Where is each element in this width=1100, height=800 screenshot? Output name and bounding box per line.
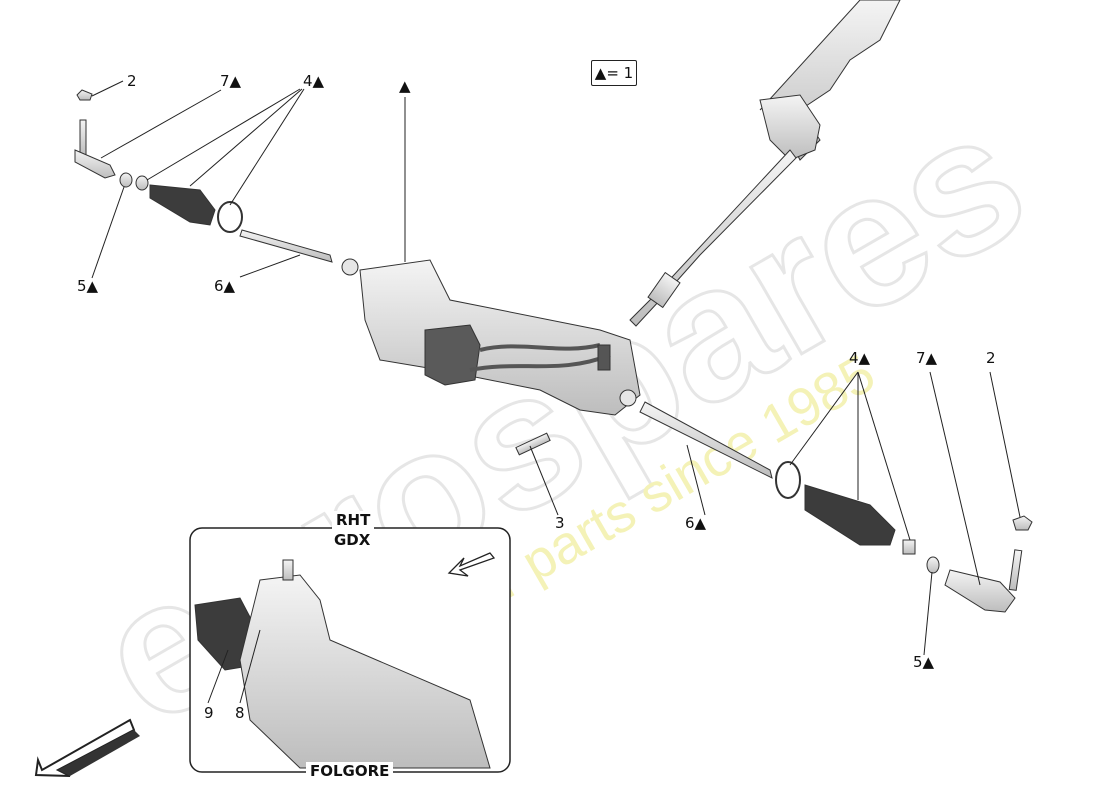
callout-2-right: 2	[986, 349, 996, 367]
steering-rack	[341, 258, 641, 456]
inset-footer-folgore: FOLGORE	[306, 762, 394, 780]
left-tie-rod-assembly	[74, 89, 333, 263]
inset-title-gdx: GDX	[334, 531, 371, 549]
callout-4-top-left: 4▲	[303, 72, 325, 90]
legend-box: ▲= 1	[591, 60, 637, 86]
callout-4-right: 4▲	[849, 349, 871, 367]
inset-direction-arrow	[447, 552, 496, 577]
inset-callout-8: 8	[235, 704, 245, 722]
callout-7-right: 7▲	[916, 349, 938, 367]
inset-callout-9: 9	[204, 704, 214, 722]
callout-rack-triangle: ▲	[399, 77, 411, 95]
inset-detail	[189, 527, 511, 773]
callout-2-top-left: 2	[127, 72, 137, 90]
steering-column	[629, 0, 901, 327]
callout-6-top-left: 6▲	[214, 277, 236, 295]
callout-5-right: 5▲	[913, 653, 935, 671]
leader-lines	[91, 80, 1021, 656]
callout-5-top-left: 5▲	[77, 277, 99, 295]
callout-3: 3	[555, 514, 565, 532]
callout-6-right: 6▲	[685, 514, 707, 532]
inset-title-rht: RHT	[332, 511, 375, 529]
callout-7-top-left: 7▲	[220, 72, 242, 90]
vehicle-direction-arrow	[34, 718, 140, 777]
right-tie-rod-assembly	[639, 401, 1033, 613]
